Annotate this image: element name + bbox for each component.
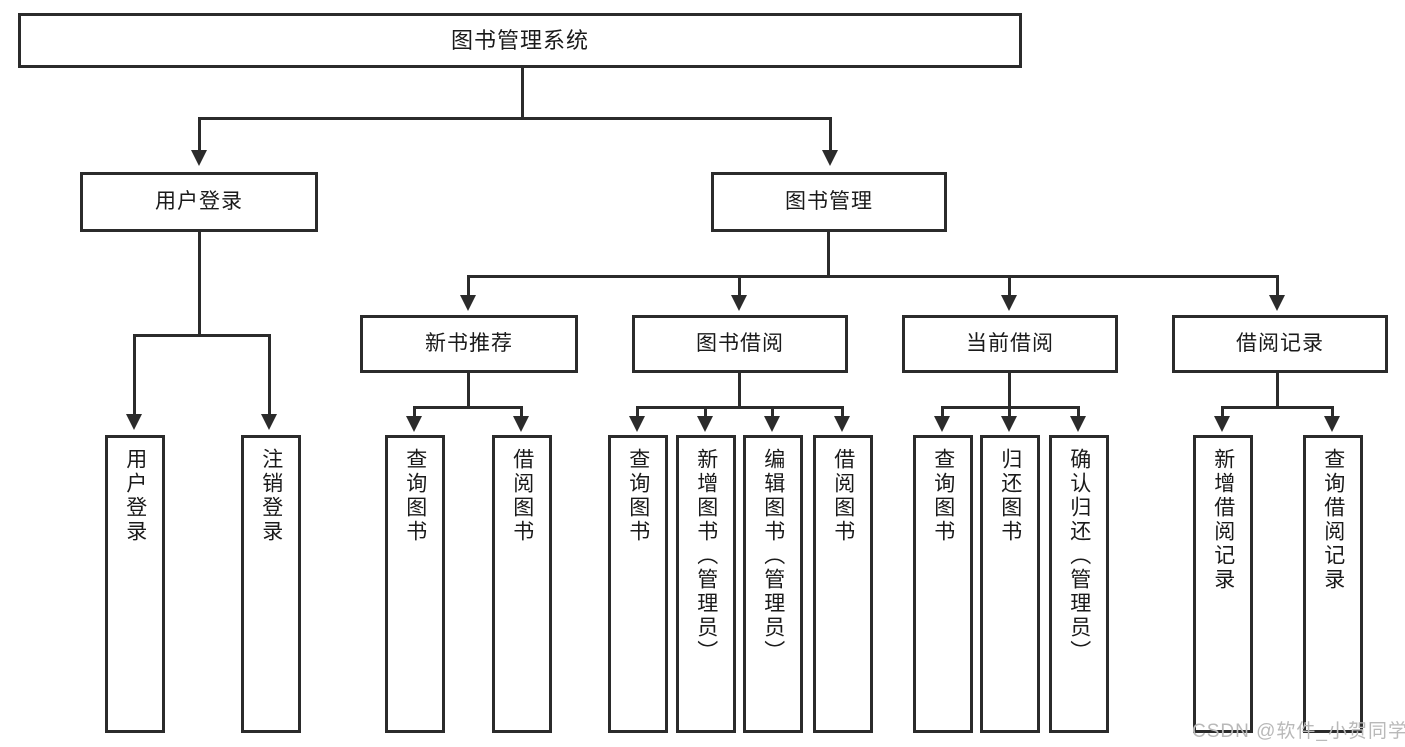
arrowhead-br-query-record (1324, 416, 1340, 432)
edge-book-borrow-stem (738, 373, 741, 408)
arrowhead-nb-borrow-book (513, 416, 529, 432)
edge-level2-bus (198, 117, 832, 120)
leaf-user-login[interactable]: 用户登录 (105, 435, 165, 733)
edge-new-book-drop-1 (413, 406, 416, 418)
node-label: 新增借阅记录 (1211, 448, 1235, 592)
arrowhead-book-borrow (731, 295, 747, 311)
arrowhead-cb-confirm-return (1070, 416, 1086, 432)
edge-br-drop-1 (1221, 406, 1224, 418)
edge-root-stem (521, 68, 524, 117)
edge-user-login-drop-1 (133, 334, 136, 416)
node-root-system[interactable]: 图书管理系统 (18, 13, 1022, 68)
node-label: 图书借阅 (696, 331, 784, 355)
node-label: 借阅图书 (510, 448, 534, 544)
edge-user-login-stem (198, 232, 201, 336)
leaf-logout[interactable]: 注销登录 (241, 435, 301, 733)
leaf-nb-borrow-book[interactable]: 借阅图书 (492, 435, 552, 733)
node-new-book-recommend[interactable]: 新书推荐 (360, 315, 578, 373)
node-label: 查询图书 (626, 448, 650, 544)
edge-to-book-manage (829, 117, 832, 152)
edge-bb-drop-3 (771, 406, 774, 418)
edge-user-login-drop-2 (268, 334, 271, 416)
node-label: 编辑图书（管理员） (761, 448, 785, 664)
arrowhead-book-manage (822, 150, 838, 166)
node-label: 图书管理系统 (450, 27, 589, 53)
edge-book-borrow-bus (636, 406, 844, 409)
edge-to-user-login (198, 117, 201, 152)
edge-cb-drop-3 (1077, 406, 1080, 418)
node-borrow-record[interactable]: 借阅记录 (1172, 315, 1388, 373)
node-label: 注销登录 (259, 448, 283, 544)
edge-borrow-record-stem (1276, 373, 1279, 408)
node-label: 新增图书（管理员） (694, 448, 718, 664)
edge-new-book-bus (413, 406, 523, 409)
edge-new-book-stem (467, 373, 470, 408)
edge-to-borrow-record (1276, 275, 1279, 297)
node-label: 查询图书 (403, 448, 427, 544)
node-label: 当前借阅 (966, 331, 1054, 355)
node-current-borrow[interactable]: 当前借阅 (902, 315, 1118, 373)
arrowhead-bb-add-book (697, 416, 713, 432)
node-label: 确认归还（管理员） (1067, 448, 1091, 664)
edge-level3-bus (467, 275, 1279, 278)
edge-borrow-record-bus (1221, 406, 1334, 409)
node-label: 查询图书 (931, 448, 955, 544)
edge-cb-drop-2 (1008, 406, 1011, 418)
node-book-borrow[interactable]: 图书借阅 (632, 315, 848, 373)
edge-cb-drop-1 (941, 406, 944, 418)
leaf-cb-confirm-return[interactable]: 确认归还（管理员） (1049, 435, 1109, 733)
node-label: 归还图书 (998, 448, 1022, 544)
edge-book-manage-stem (827, 232, 830, 277)
arrowhead-bb-query-book (629, 416, 645, 432)
arrowhead-current-borrow (1001, 295, 1017, 311)
leaf-bb-edit-book[interactable]: 编辑图书（管理员） (743, 435, 803, 733)
arrowhead-cb-query-book (934, 416, 950, 432)
edge-new-book-drop-2 (520, 406, 523, 418)
edge-user-login-bus (133, 334, 271, 337)
arrowhead-br-add-record (1214, 416, 1230, 432)
arrowhead-bb-edit-book (764, 416, 780, 432)
node-user-login[interactable]: 用户登录 (80, 172, 318, 232)
node-label: 借阅图书 (831, 448, 855, 544)
arrowhead-bb-borrow-book (834, 416, 850, 432)
arrowhead-leaf-user-login (126, 414, 142, 430)
edge-br-drop-2 (1331, 406, 1334, 418)
arrowhead-nb-query-book (406, 416, 422, 432)
node-label: 图书管理 (785, 189, 873, 213)
node-label: 借阅记录 (1236, 331, 1324, 355)
leaf-br-add-record[interactable]: 新增借阅记录 (1193, 435, 1253, 733)
leaf-bb-borrow-book[interactable]: 借阅图书 (813, 435, 873, 733)
arrowhead-user-login (191, 150, 207, 166)
arrowhead-borrow-record (1269, 295, 1285, 311)
leaf-bb-add-book[interactable]: 新增图书（管理员） (676, 435, 736, 733)
leaf-nb-query-book[interactable]: 查询图书 (385, 435, 445, 733)
leaf-br-query-record[interactable]: 查询借阅记录 (1303, 435, 1363, 733)
edge-current-borrow-stem (1008, 373, 1011, 408)
node-book-manage[interactable]: 图书管理 (711, 172, 947, 232)
edge-bb-drop-4 (841, 406, 844, 418)
edge-to-new-book (467, 275, 470, 297)
node-label: 用户登录 (155, 189, 243, 213)
node-label: 用户登录 (123, 448, 147, 544)
edge-to-current-borrow (1008, 275, 1011, 297)
arrowhead-cb-return-book (1001, 416, 1017, 432)
node-label: 查询借阅记录 (1321, 448, 1345, 592)
leaf-cb-return-book[interactable]: 归还图书 (980, 435, 1040, 733)
node-label: 新书推荐 (425, 331, 513, 355)
leaf-bb-query-book[interactable]: 查询图书 (608, 435, 668, 733)
edge-to-book-borrow (738, 275, 741, 297)
edge-bb-drop-1 (636, 406, 639, 418)
edge-bb-drop-2 (704, 406, 707, 418)
arrowhead-new-book (460, 295, 476, 311)
leaf-cb-query-book[interactable]: 查询图书 (913, 435, 973, 733)
arrowhead-leaf-logout (261, 414, 277, 430)
